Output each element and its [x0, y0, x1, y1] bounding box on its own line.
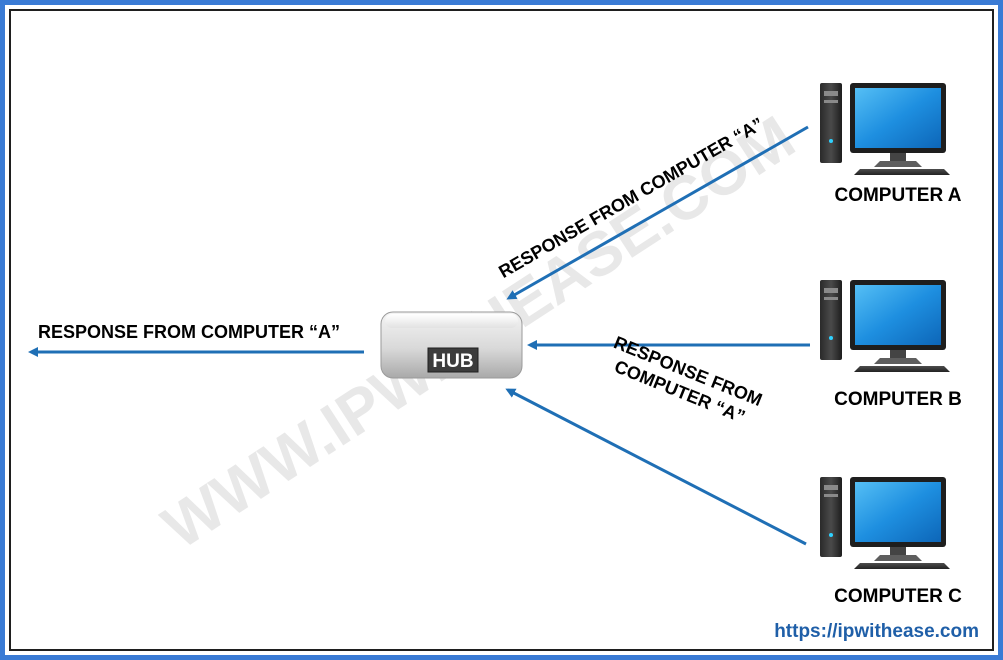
computer-b-label: COMPUTER B [834, 389, 962, 410]
computer-a-icon [820, 83, 950, 175]
computer-a-label: COMPUTER A [834, 185, 961, 206]
arrow-c-to-hub [505, 388, 807, 546]
hub-device: HUB [380, 311, 523, 379]
edge-label-outgoing: RESPONSE FROM COMPUTER “A” [38, 322, 340, 342]
arrow-a-to-hub [506, 125, 809, 300]
computer-c-icon [820, 477, 950, 569]
inner-frame [9, 9, 994, 651]
hub-label: HUB [432, 351, 473, 372]
computer-b-icon [820, 280, 950, 372]
website-url: https://ipwithease.com [774, 621, 979, 642]
computer-c-label: COMPUTER C [834, 586, 962, 607]
